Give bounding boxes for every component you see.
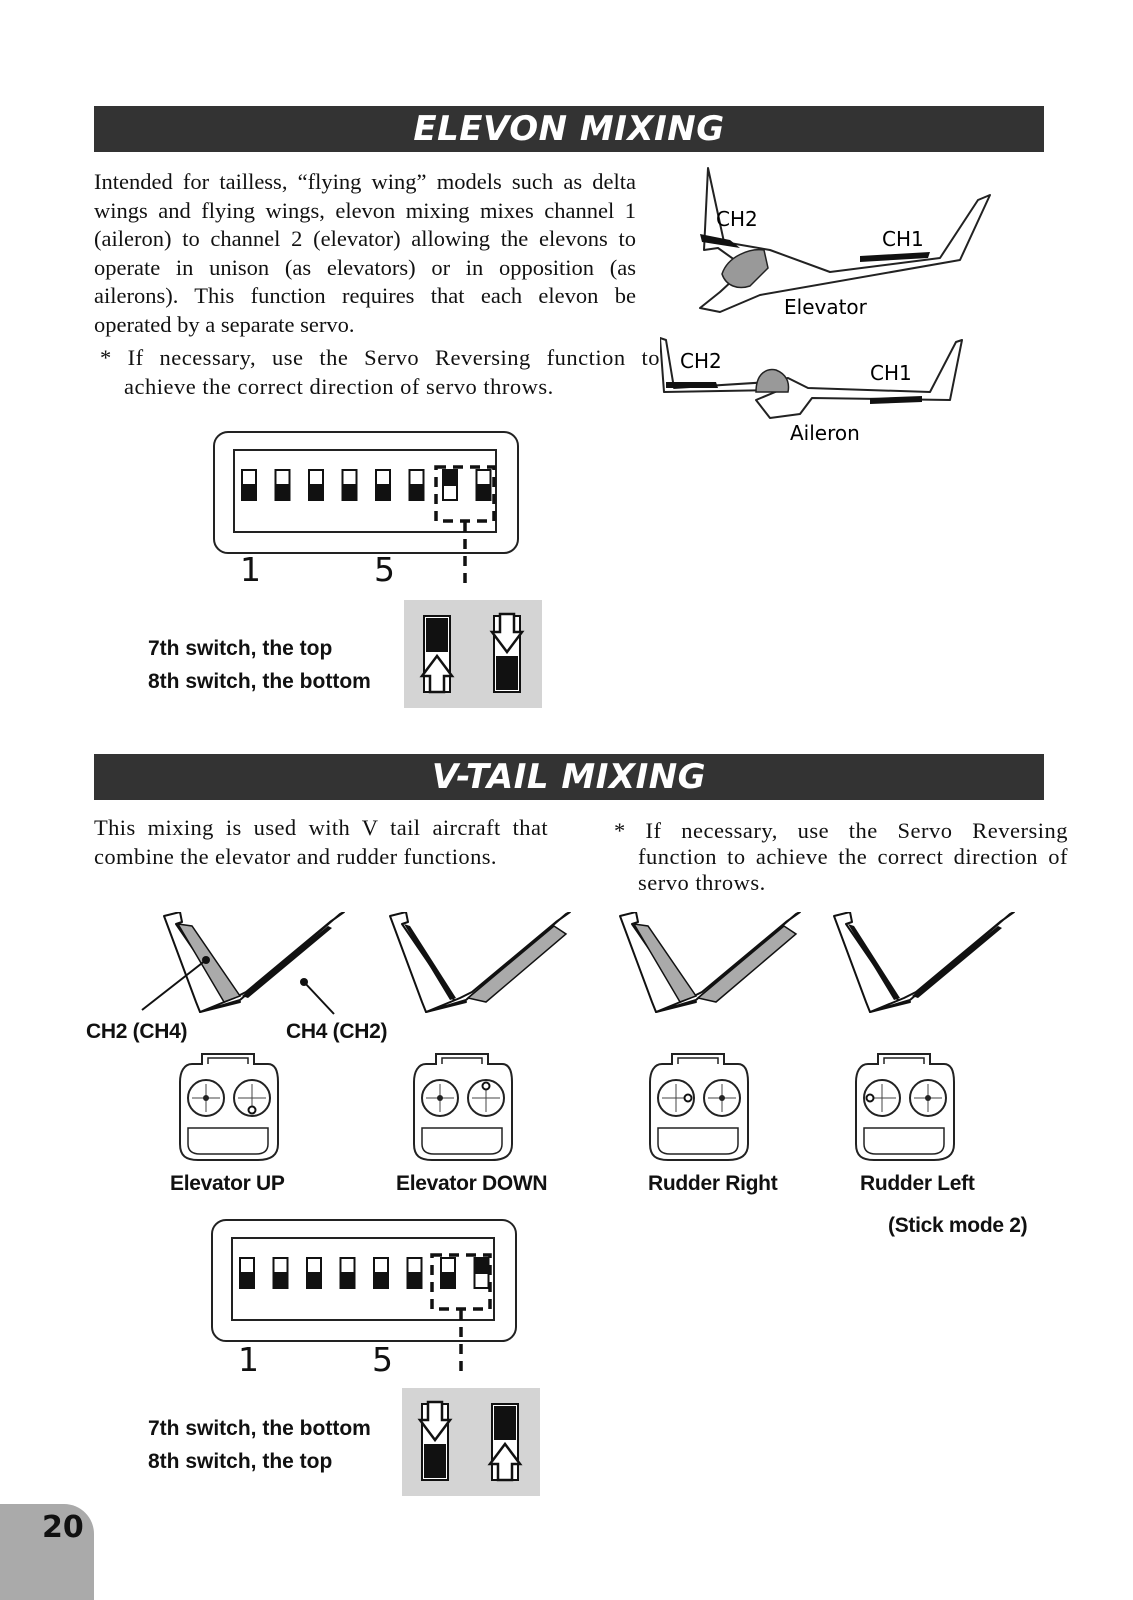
tail-label-right: CH4 (CH2) bbox=[286, 1020, 388, 1043]
top-caption: Elevator bbox=[784, 295, 868, 319]
bottom-ch2-elevon-shape bbox=[666, 382, 718, 388]
dip-number-5: 5 bbox=[374, 550, 395, 589]
flying-wing-elevator-shape bbox=[699, 167, 991, 313]
dip-switch-2 bbox=[274, 469, 291, 501]
caption-elevator-up: Elevator UP bbox=[170, 1172, 285, 1195]
dip-switch-6 bbox=[408, 469, 425, 501]
dip-switch-7 bbox=[440, 1257, 456, 1289]
page-number: 20 bbox=[42, 1510, 84, 1545]
arrow-down-icon bbox=[417, 1400, 453, 1443]
switch-7-text-vtail: 7th switch, the bottom bbox=[148, 1417, 371, 1440]
transmitter-2 bbox=[413, 1053, 513, 1161]
bottom-left-label: CH2 bbox=[680, 349, 722, 373]
elevon-note: * If necessary, use the Servo Reversing … bbox=[100, 345, 660, 399]
vtail-4 bbox=[833, 912, 1015, 1013]
transmitter-diagrams bbox=[179, 1053, 955, 1161]
dip-switch-3 bbox=[308, 469, 324, 501]
dip-switch-panel-vtail bbox=[211, 1219, 517, 1378]
top-right-label: CH1 bbox=[882, 227, 924, 251]
dip-switch-4 bbox=[341, 469, 358, 501]
switch-position-box-elevon bbox=[404, 600, 542, 708]
switch-8-text-vtail: 8th switch, the top bbox=[148, 1450, 333, 1473]
dip-switch-2 bbox=[272, 1257, 289, 1289]
caption-elevator-down: Elevator DOWN bbox=[396, 1172, 548, 1195]
caption-rudder-left: Rudder Left bbox=[860, 1172, 975, 1195]
switch-7-text: 7th switch, the top bbox=[148, 637, 333, 660]
dip-switches bbox=[241, 469, 492, 501]
caption-rudder-right: Rudder Right bbox=[648, 1172, 778, 1195]
elevon-switch-text: 7th switch, the top 8th switch, the bott… bbox=[148, 632, 371, 698]
vtail-diagrams bbox=[141, 912, 1015, 1015]
dip-number-5-vtail: 5 bbox=[372, 1340, 393, 1379]
dip-switch-6 bbox=[406, 1257, 423, 1289]
transmitter-4 bbox=[855, 1053, 955, 1161]
flying-wing-diagram: CH2 CH1 Elevator CH2 CH1 Aileron bbox=[660, 167, 991, 445]
bottom-caption: Aileron bbox=[790, 421, 860, 445]
top-left-label: CH2 bbox=[716, 207, 758, 231]
dip-switch-5 bbox=[373, 1257, 389, 1289]
bottom-ch1-elevon-shape bbox=[870, 396, 922, 404]
top-cockpit-shape bbox=[721, 248, 769, 289]
transmitter-1 bbox=[179, 1053, 279, 1161]
dip-switch-panel-elevon bbox=[213, 431, 519, 590]
vtail-note: * If necessary, use the Servo Reversing … bbox=[614, 818, 1068, 895]
switch-position-box-vtail bbox=[402, 1388, 540, 1496]
vtail-3 bbox=[619, 912, 801, 1013]
dip-switches bbox=[239, 1257, 490, 1289]
top-ch1-elevon-shape bbox=[860, 252, 930, 262]
dip-number-1-vtail: 1 bbox=[238, 1340, 259, 1379]
dip-switch-8 bbox=[475, 469, 492, 501]
page-number-tab bbox=[0, 1504, 94, 1600]
stick-mode-label: (Stick mode 2) bbox=[888, 1214, 1028, 1237]
dip-switch-3 bbox=[306, 1257, 322, 1289]
dip-switch-7 bbox=[442, 469, 458, 501]
dip-switch-8 bbox=[473, 1257, 490, 1289]
dip-switch-5 bbox=[375, 469, 391, 501]
dip-switch-1 bbox=[241, 469, 257, 501]
arrow-down-icon bbox=[489, 612, 525, 655]
bottom-right-label: CH1 bbox=[870, 361, 912, 385]
elevon-title: ELEVON MIXING bbox=[94, 106, 1044, 152]
switch-8-text: 8th switch, the bottom bbox=[148, 670, 371, 693]
elevon-paragraph: Intended for tailless, “flying wing” mod… bbox=[94, 169, 636, 337]
bottom-cockpit-shape bbox=[755, 368, 790, 393]
dip-switch-4 bbox=[339, 1257, 356, 1289]
transmitter-3 bbox=[649, 1053, 749, 1161]
vtail-2 bbox=[389, 912, 571, 1013]
top-ch2-elevon-shape bbox=[700, 234, 740, 248]
vtail-paragraph: This mixing is used with V tail aircraft… bbox=[94, 815, 548, 869]
vtail-title: V-TAIL MIXING bbox=[94, 754, 1044, 800]
dip-number-1: 1 bbox=[240, 550, 261, 589]
arrow-up-icon bbox=[487, 1441, 523, 1482]
arrow-up-icon bbox=[419, 653, 455, 694]
dip-switch-1 bbox=[239, 1257, 255, 1289]
vtail-switch-text: 7th switch, the bottom 8th switch, the t… bbox=[148, 1412, 371, 1478]
tail-label-left: CH2 (CH4) bbox=[86, 1020, 188, 1043]
